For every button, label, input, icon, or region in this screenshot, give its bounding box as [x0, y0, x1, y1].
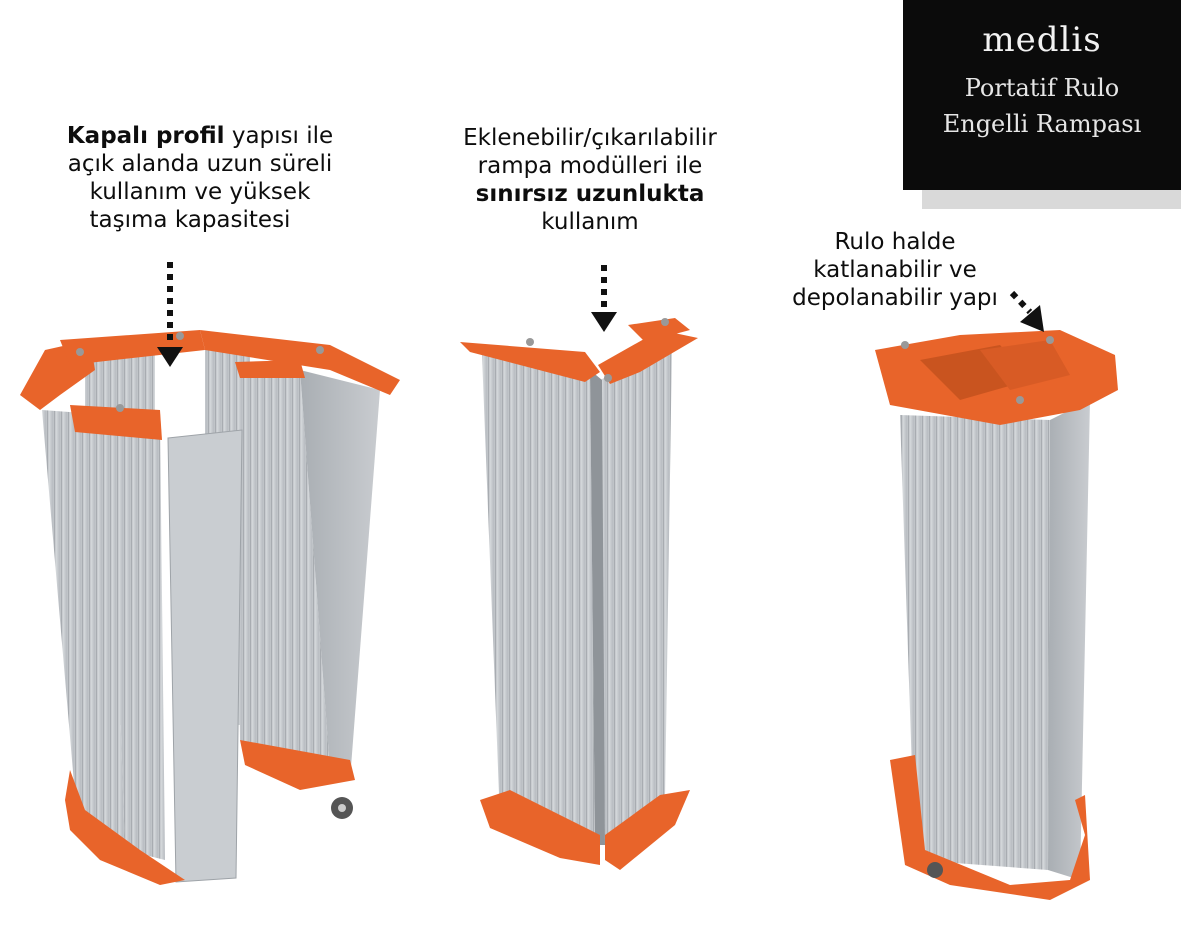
arrow-right: [1009, 290, 1044, 332]
caption-left-line1: Kapalı profil yapısı ile: [40, 122, 360, 150]
ramp-modules-view: [460, 318, 698, 870]
caption-middle-line1: Eklenebilir/çıkarılabilir: [463, 125, 717, 151]
caption-left-line3: kullanım ve yüksek: [89, 179, 311, 205]
brand-box: medlis Portatif Rulo Engelli Rampası: [903, 0, 1181, 190]
ramp-rolled-view: [875, 330, 1118, 900]
ramp-open-view: [20, 330, 400, 885]
caption-left-line4: taşıma kapasitesi: [89, 207, 291, 233]
caption-left-bold: Kapalı profil: [66, 123, 225, 149]
caption-middle: Eklenebilir/çıkarılabilir rampa modüller…: [430, 124, 750, 236]
brand-subtitle-line1: Portatif Rulo: [964, 74, 1120, 102]
caption-middle-line3: sınırsız uzunlukta: [430, 180, 750, 208]
caption-left-line2: açık alanda uzun süreli: [67, 151, 333, 177]
caption-right: Rulo halde katlanabilir ve depolanabilir…: [770, 228, 1020, 312]
caption-middle-line2: rampa modülleri ile: [477, 153, 703, 179]
caption-right-line2: katlanabilir ve: [813, 257, 977, 283]
brand-subtitle-line2: Engelli Rampası: [942, 110, 1142, 138]
caption-right-line1: Rulo halde: [834, 229, 956, 255]
caption-right-line3: depolanabilir yapı: [792, 285, 998, 311]
arrow-middle: [591, 265, 617, 332]
caption-middle-bold: sınırsız uzunlukta: [475, 181, 705, 207]
caption-middle-line4: kullanım: [541, 209, 639, 235]
brand-name: medlis: [982, 20, 1102, 60]
arrow-left: [157, 262, 183, 367]
caption-left-line1-rest: yapısı ile: [224, 123, 334, 149]
caption-left: Kapalı profil yapısı ile açık alanda uzu…: [40, 122, 360, 234]
